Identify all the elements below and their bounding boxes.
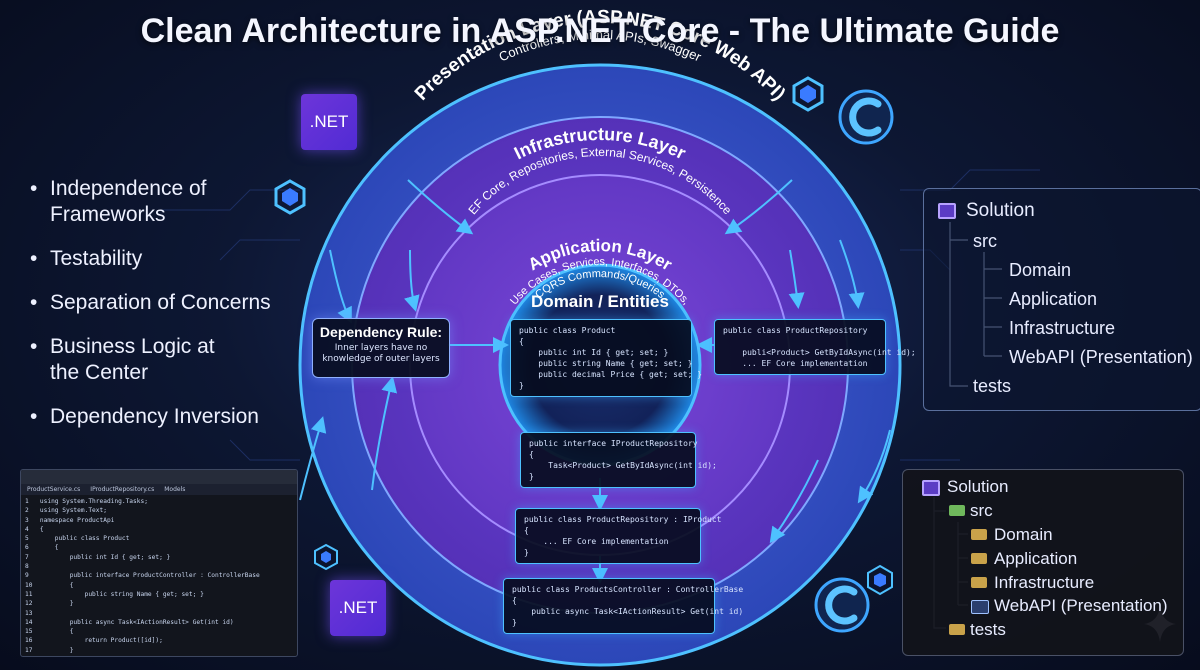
ide-code-editor[interactable]: 1 using System.Threading.Tasks; 2 using …	[25, 498, 260, 654]
folder-icon	[949, 505, 965, 516]
csharp-logo-icon	[814, 577, 870, 633]
tree-application[interactable]: Application	[1009, 289, 1098, 309]
tree-solution[interactable]: Solution	[947, 477, 1009, 496]
hexagon-icon	[792, 76, 824, 112]
ide-tabs: ProductService.cs IProductRepository.cs …	[21, 484, 297, 495]
principles-list: Independence of Frameworks Testability S…	[30, 176, 300, 448]
tree-src[interactable]: src	[970, 501, 993, 520]
dependency-rule-text: Inner layers have no knowledge of outer …	[322, 343, 440, 364]
solution-icon	[922, 480, 940, 496]
tree-infrastructure[interactable]: Infrastructure	[994, 573, 1095, 592]
principle-item: Business Logic at the Center	[30, 334, 230, 386]
domain-entity-code: public class Product { public int Id { g…	[510, 319, 702, 397]
principle-item: Dependency Inversion	[30, 404, 300, 430]
ide-tab[interactable]: IProductRepository.cs	[90, 486, 155, 493]
dependency-rule-title: Dependency Rule:	[319, 324, 443, 340]
folder-icon	[971, 577, 987, 588]
dotnet-logo: .NET	[330, 580, 386, 636]
solution-tree-bottom: Solution src Domain Application Infrastr…	[902, 469, 1184, 656]
dependency-rule-box: Dependency Rule: Inner layers have no kn…	[312, 318, 450, 378]
ide-tab[interactable]: Models	[164, 486, 186, 493]
hexagon-icon	[867, 564, 893, 596]
ide-titlebar	[21, 470, 297, 484]
tree-domain[interactable]: Domain	[1009, 260, 1072, 280]
solution-icon	[938, 203, 956, 219]
folder-icon	[949, 624, 965, 635]
dependency-arrows	[299, 179, 891, 584]
domain-title: Domain / Entities	[531, 292, 669, 311]
dotnet-logo: .NET	[301, 94, 357, 150]
ide-window: ProductService.cs IProductRepository.cs …	[20, 469, 298, 657]
tree-tests[interactable]: tests	[973, 376, 1012, 396]
solution-tree-top: Solution src Domain Application Infrastr…	[923, 188, 1200, 411]
folder-icon	[971, 553, 987, 564]
tree-solution[interactable]: Solution	[966, 200, 1035, 221]
controller-code: public class ProductsController : Contro…	[503, 578, 743, 634]
principle-item: Testability	[30, 246, 300, 272]
tree-src[interactable]: src	[973, 231, 997, 251]
web-project-icon	[971, 600, 989, 614]
tree-infrastructure[interactable]: Infrastructure	[1009, 318, 1116, 338]
ide-tab[interactable]: ProductService.cs	[27, 486, 81, 493]
page-title: Clean Architecture in ASP.NET Core - The…	[140, 12, 1060, 50]
repository-impl-code: public class ProductRepository : IProduc…	[515, 508, 721, 564]
folder-icon	[971, 529, 987, 540]
principle-item: Independence of Frameworks	[30, 176, 240, 228]
tree-application[interactable]: Application	[994, 549, 1078, 568]
interface-code: public interface IProductRepository { Ta…	[520, 432, 717, 488]
tree-webapi[interactable]: WebAPI (Presentation)	[1009, 347, 1193, 367]
tree-tests[interactable]: tests	[970, 620, 1006, 639]
tree-webapi[interactable]: WebAPI (Presentation)	[994, 596, 1168, 615]
csharp-logo-icon	[838, 89, 894, 145]
repository-code-right: public class ProductRepository publi<Pro…	[714, 319, 916, 375]
tree-domain[interactable]: Domain	[994, 525, 1053, 544]
hexagon-icon	[314, 543, 338, 571]
hexagon-icon	[274, 179, 306, 215]
principle-item: Separation of Concerns	[30, 290, 300, 316]
